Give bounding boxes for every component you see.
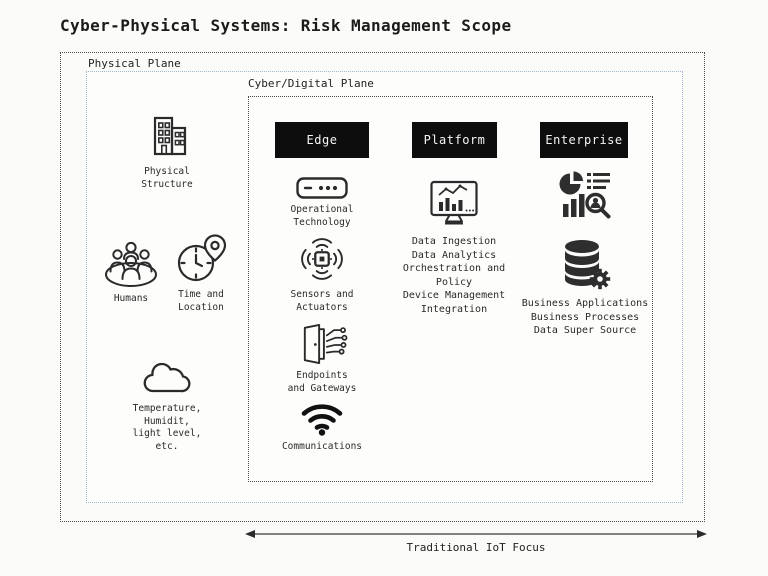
sensors-actuators-icon [301, 238, 343, 280]
enterprise-header: Enterprise [540, 122, 628, 158]
buildings-icon [153, 116, 187, 156]
humans-icon [105, 241, 157, 287]
edge-header: Edge [275, 122, 369, 158]
enterprise-data-item: Business Applications Business Processes… [514, 238, 656, 338]
humans-item: Humans [86, 238, 176, 306]
time-location-item: Time and Location [155, 232, 247, 314]
physical-structure-item: Physical Structure [107, 113, 227, 191]
physical-plane-box [60, 52, 705, 522]
operational-technology-icon [296, 177, 348, 199]
business-analytics-item [514, 170, 656, 220]
operational-technology-item: Operational Technology [267, 177, 377, 229]
enterprise-capabilities-label: Business Applications Business Processes… [521, 298, 649, 336]
communications-wifi-icon [301, 404, 343, 436]
platform-item: Data Ingestion Data Analytics Orchestrat… [387, 178, 521, 316]
humans-label: Humans [113, 293, 149, 304]
monitor-chart-icon [430, 180, 478, 225]
endpoints-gateways-item: Endpoints and Gateways [267, 323, 377, 395]
environment-item: Temperature, Humidit, light level, etc. [100, 358, 234, 453]
traditional-iot-focus-label: Traditional IoT Focus [406, 541, 546, 554]
physical-plane-label: Physical Plane [88, 57, 181, 70]
cyber-plane-box [248, 96, 653, 482]
communications-item: Communications [267, 398, 377, 454]
sensors-actuators-item: Sensors and Actuators [267, 234, 377, 314]
database-gear-icon [565, 240, 611, 290]
platform-header: Platform [412, 122, 497, 158]
time-location-label: Time and Location [178, 289, 224, 313]
cloud-icon [143, 362, 191, 393]
communications-label: Communications [281, 441, 363, 452]
physical-structure-label: Physical Structure [141, 166, 193, 190]
business-analytics-icon [559, 171, 611, 219]
sensors-actuators-label: Sensors and Actuators [290, 289, 354, 313]
endpoints-gateways-icon [303, 323, 348, 365]
platform-capabilities-label: Data Ingestion Data Analytics Orchestrat… [402, 236, 506, 315]
traditional-iot-arrow [245, 530, 707, 538]
time-location-icon [177, 234, 227, 282]
environment-label: Temperature, Humidit, light level, etc. [132, 403, 202, 452]
endpoints-gateways-label: Endpoints and Gateways [287, 370, 357, 394]
cyber-plane-label: Cyber/Digital Plane [248, 77, 374, 90]
page-title: Cyber-Physical Systems: Risk Management … [60, 16, 512, 35]
operational-technology-label: Operational Technology [290, 204, 354, 228]
